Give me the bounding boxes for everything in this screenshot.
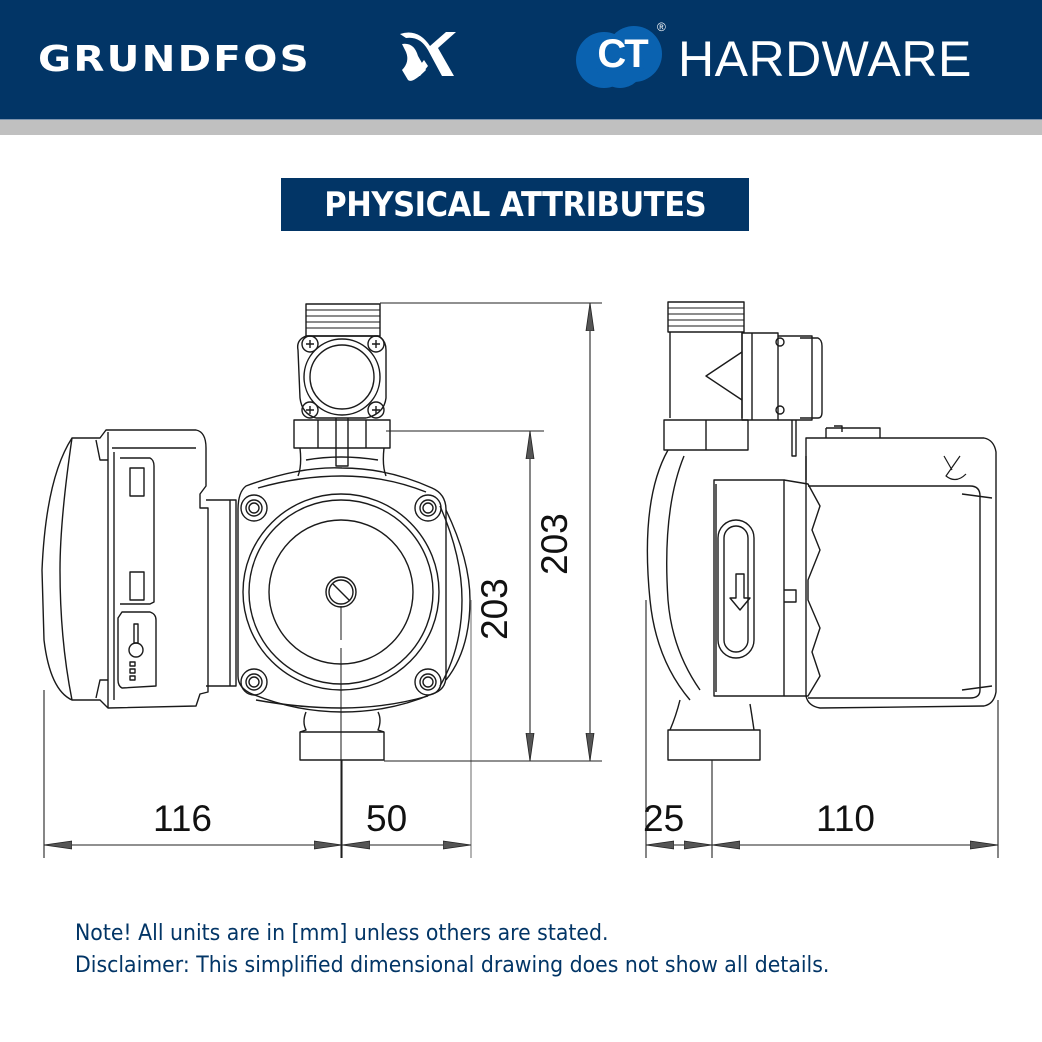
ct-badge-text: CT <box>597 32 648 76</box>
dimension-lines <box>43 302 999 858</box>
arrow-down-icon <box>729 573 751 611</box>
grundfos-logo: GRUNDFOS <box>38 32 456 88</box>
dim-label-left-width: 116 <box>153 798 212 839</box>
section-title-banner: PHYSICAL ATTRIBUTES <box>281 178 749 231</box>
dim-label-port-height: 203 <box>474 578 515 640</box>
header-band: GRUNDFOS CT ® HARDWARE <box>0 0 1042 119</box>
notes-block: Note! All units are in [mm] unless other… <box>75 918 829 982</box>
disclaimer-note: Disclaimer: This simplified dimensional … <box>75 953 830 978</box>
grundfos-wordmark: GRUNDFOS <box>38 39 311 80</box>
dim-label-motor-depth: 110 <box>816 798 875 839</box>
dim-label-total-height: 203 <box>534 513 575 575</box>
dim-label-right-width: 50 <box>366 798 408 839</box>
dim-label-pipe-offset: 25 <box>643 798 685 839</box>
dimensional-drawing <box>41 301 999 858</box>
grundfos-x-mark-icon <box>400 32 456 81</box>
section-title: PHYSICAL ATTRIBUTES <box>323 184 707 225</box>
hardware-wordmark: HARDWARE <box>678 31 972 87</box>
registered-mark: ® <box>657 20 666 34</box>
pump-front-view <box>41 303 471 858</box>
ct-cloud-icon <box>576 26 662 88</box>
ct-hardware-logo: CT ® HARDWARE <box>574 20 1034 100</box>
header-divider-strip <box>0 119 1042 135</box>
units-note: Note! All units are in [mm] unless other… <box>75 921 609 946</box>
pump-side-view <box>646 301 997 761</box>
